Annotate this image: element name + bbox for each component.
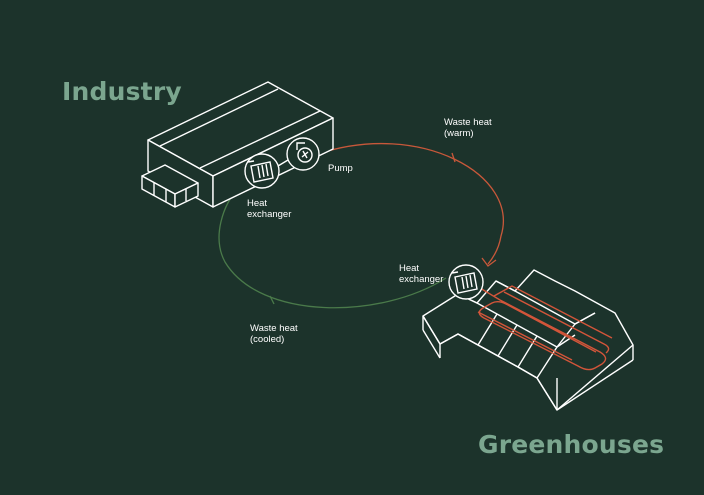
warm-flow-line — [317, 143, 504, 265]
cooled-flow-tick — [269, 295, 275, 305]
heat-exchanger-icon — [244, 153, 280, 189]
pump-label: Pump — [328, 163, 353, 174]
pump-icon — [286, 137, 320, 171]
heat-exchanger-greenhouse-line2: exchanger — [399, 274, 444, 285]
waste-heat-cooled-line1: Waste heat — [250, 323, 298, 334]
heat-exchanger-greenhouse-label: Heat exchanger — [399, 263, 443, 285]
heat-exchanger-industry-line2: exchanger — [247, 209, 292, 220]
heat-exchanger-industry-label: Heat exchanger — [247, 198, 291, 220]
warm-flow-arrow — [481, 257, 497, 267]
waste-heat-warm-line2: (warm) — [444, 128, 474, 139]
heat-exchanger-industry-line1: Heat — [247, 198, 268, 209]
waste-heat-cooled-label: Waste heat (cooled) — [250, 323, 298, 345]
heat-exchanger-greenhouse-line1: Heat — [399, 263, 420, 274]
cooled-flow-line — [218, 185, 447, 309]
heating-pipes — [469, 281, 613, 371]
waste-heat-cooled-line2: (cooled) — [250, 334, 285, 345]
industry-title: Industry — [62, 77, 182, 106]
heat-exchanger-icon — [448, 264, 484, 300]
waste-heat-warm-label: Waste heat (warm) — [444, 117, 492, 139]
greenhouses-title: Greenhouses — [478, 430, 665, 459]
warm-flow-tick — [451, 152, 456, 163]
waste-heat-warm-line1: Waste heat — [444, 117, 492, 128]
